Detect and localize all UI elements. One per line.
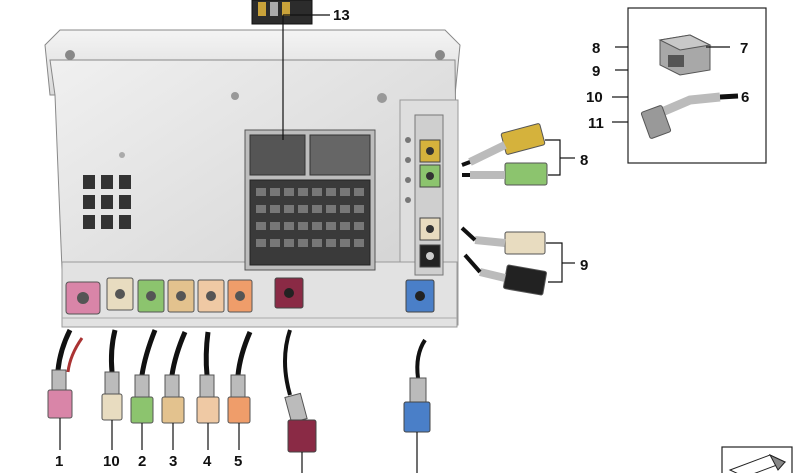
callout-11-inset: 11: [588, 115, 604, 132]
leader-lines: [59, 14, 738, 473]
callout-9-inset: 9: [592, 63, 600, 80]
callout-8-right: 8: [580, 152, 588, 169]
callout-9-right: 9: [580, 257, 588, 274]
plug-3: [161, 331, 188, 424]
plug-1: [47, 328, 84, 419]
detail-inset: [627, 7, 767, 164]
plug-8-curry: [461, 123, 546, 167]
callout-7: 7: [740, 40, 748, 57]
connector-13: [251, 0, 313, 25]
side-ports: [419, 139, 441, 268]
callout-13: 13: [333, 7, 350, 24]
plug-8-green: [462, 162, 548, 186]
callout-10-inset: 10: [586, 89, 603, 106]
plug-4: [196, 331, 220, 424]
callout-2: 2: [138, 453, 146, 470]
part-7-shape: [658, 34, 712, 76]
callout-10-bottom: 10: [103, 453, 120, 470]
callout-3: 3: [169, 453, 177, 470]
callout-5: 5: [234, 453, 242, 470]
page-turn-icon: [721, 446, 793, 473]
plug-10: [101, 329, 123, 421]
callout-8-inset: 8: [592, 40, 600, 57]
plug-bordeaux: [283, 329, 317, 453]
callout-4: 4: [203, 453, 212, 470]
plug-blue: [403, 338, 431, 433]
callout-1: 1: [55, 453, 63, 470]
plug-9-black: [463, 253, 547, 296]
main-connector-block: [244, 129, 376, 271]
plug-5: [227, 331, 253, 424]
plug-9-beige: [460, 226, 546, 255]
callout-6: 6: [741, 89, 749, 106]
plug-2: [130, 329, 158, 424]
part-6-shape: [640, 92, 739, 139]
housing-ports: [65, 277, 435, 315]
callout-labels: 13 8 9 10 11 7 6 8 9 1 10 2 3 4 5: [55, 7, 749, 470]
vent-grid: [83, 175, 131, 229]
